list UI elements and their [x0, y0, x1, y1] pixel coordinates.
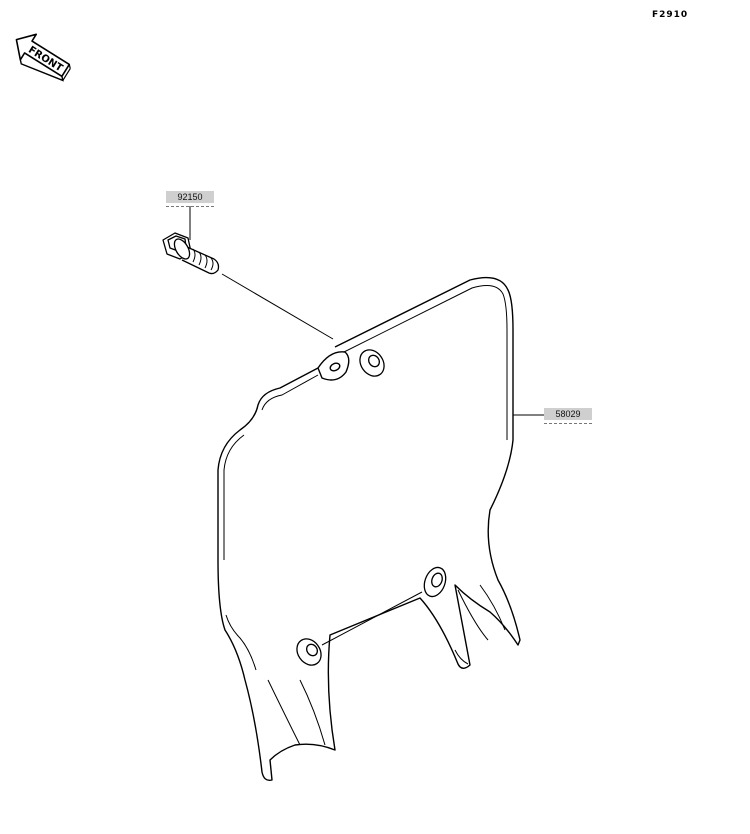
- grommet-link-line: [321, 591, 423, 646]
- front-arrow-icon: FRONT: [15, 33, 71, 82]
- part-label-58029[interactable]: 58029: [544, 408, 592, 424]
- flange-bolt-icon: [162, 232, 220, 275]
- figure-code: F2910: [652, 10, 689, 20]
- number-plate-icon: [217, 276, 521, 782]
- grommet-left-icon: [296, 638, 322, 666]
- grommet-right-icon: [423, 566, 447, 598]
- grommet-upper-icon: [359, 349, 385, 377]
- bolt-guide-line: [221, 273, 334, 340]
